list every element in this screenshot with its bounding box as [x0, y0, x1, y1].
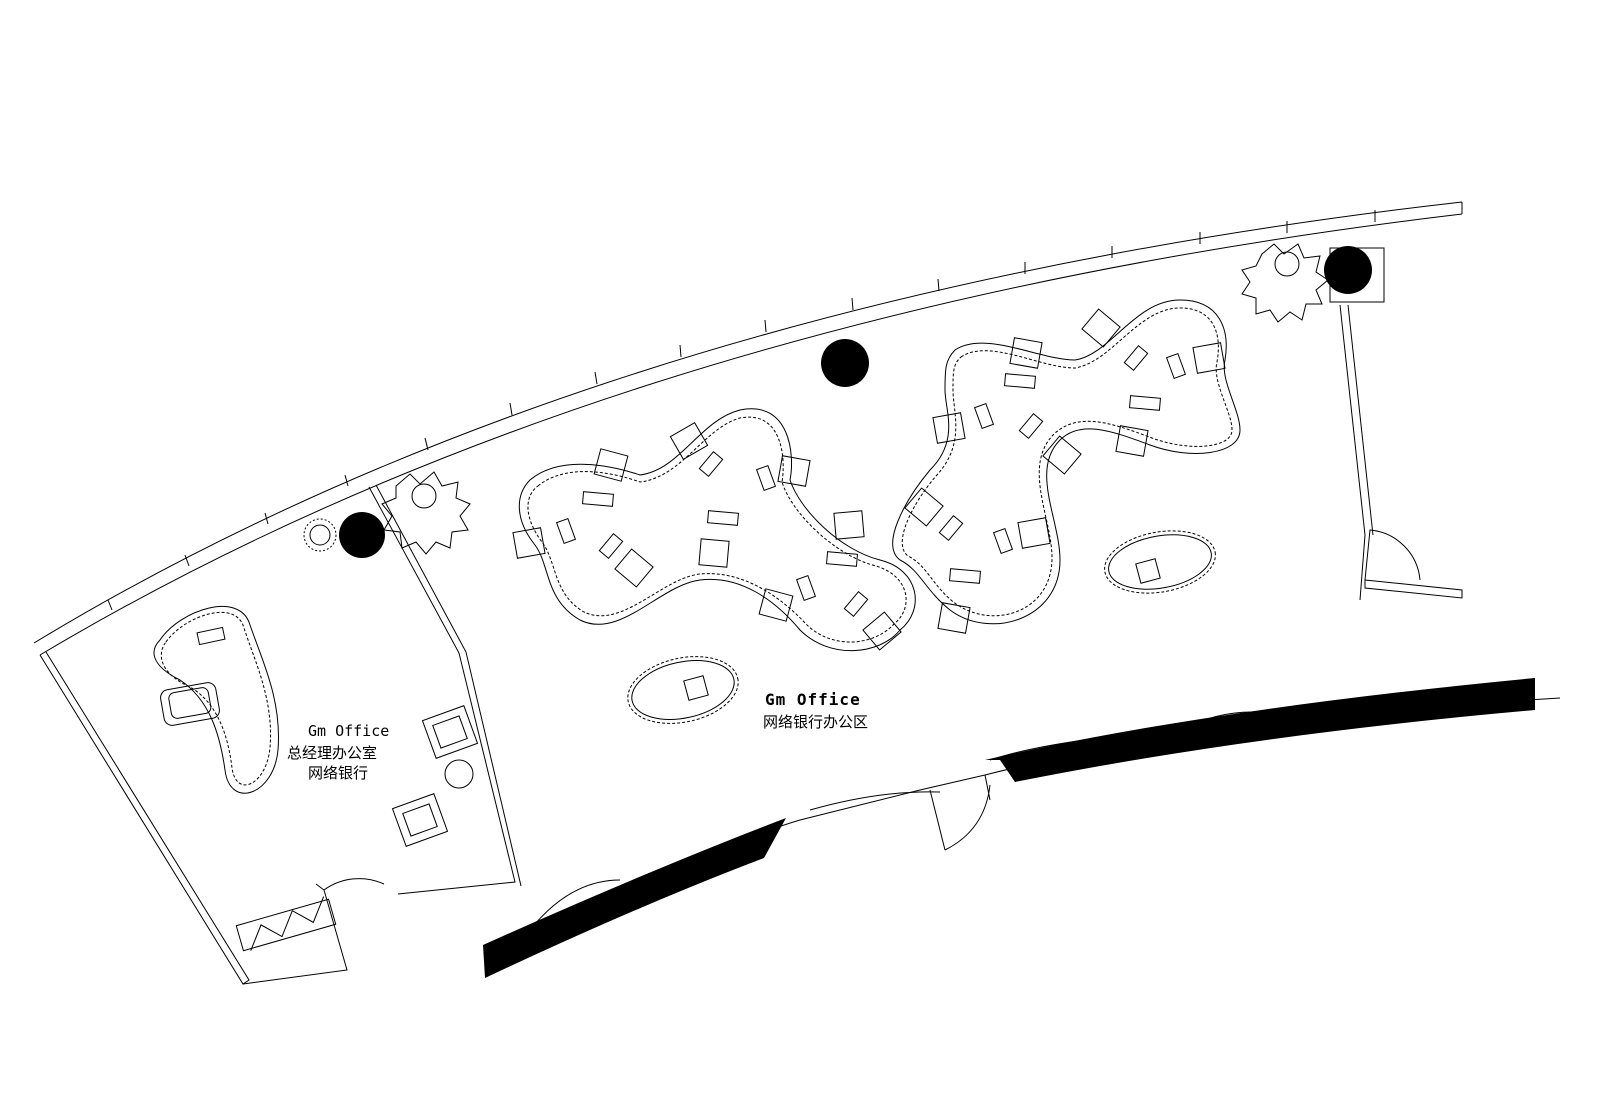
open-office-name-en: Gm Office — [765, 690, 861, 709]
south-curved-wall-outline — [494, 697, 1561, 951]
gm-chair-arm — [168, 687, 212, 719]
facade-mullions — [107, 202, 1463, 611]
column-gm-office — [339, 512, 385, 558]
gm-desk — [153, 606, 280, 794]
south-solid-wall-west — [483, 818, 786, 978]
gm-office-name-cn: 总经理办公室 — [287, 744, 378, 762]
workstation-desks — [555, 345, 1187, 617]
gm-side-table — [444, 759, 474, 789]
gm-armchair-2-seat — [402, 803, 438, 837]
plant-east — [1241, 243, 1329, 323]
facade-wall-inner — [39, 213, 1463, 656]
gm-desk-inner — [160, 611, 272, 786]
main-entrance-door — [929, 774, 991, 851]
plant-lobby — [381, 471, 471, 555]
column-center — [821, 339, 869, 387]
lounge-table-west — [631, 660, 735, 720]
cluster-a-outline — [518, 408, 916, 652]
gm-armchair-1-seat — [432, 715, 468, 749]
gm-armchair-2 — [391, 793, 449, 847]
gm-office-west-wall — [39, 651, 250, 985]
south-solid-wall-east — [985, 678, 1535, 782]
lounge-table-west-outer — [627, 656, 739, 724]
gm-armchair-1 — [421, 705, 479, 759]
plant-gm-office — [303, 518, 337, 552]
open-office-subtitle-cn: 网络银行办公区 — [763, 713, 869, 731]
cluster-b-outline-inner — [901, 307, 1233, 617]
lounge-chair-west — [683, 675, 709, 701]
facade-wall-outer — [33, 201, 1463, 644]
gm-office-partition — [368, 484, 522, 895]
east-wall-door — [1364, 529, 1463, 599]
lounge-table-east-outer — [1104, 530, 1216, 594]
lounge-chair-east — [1135, 558, 1161, 584]
gm-chair — [160, 682, 220, 726]
gm-office-cabinet-hatch — [250, 896, 325, 951]
east-wall — [1339, 304, 1374, 601]
gm-office-south-wall — [242, 883, 348, 985]
lounge-table-east — [1108, 534, 1212, 590]
gm-office-subtitle-cn: 网络银行 — [308, 764, 369, 782]
cluster-a-outline-inner — [527, 416, 907, 643]
column-east — [1324, 246, 1372, 294]
gm-office-cabinet — [235, 898, 337, 952]
gm-office-door-swing — [323, 878, 385, 891]
gm-office-name-en: Gm Office — [308, 722, 390, 740]
cluster-b-outline — [892, 299, 1241, 625]
workstation-chairs — [512, 308, 1226, 651]
gm-keyboard — [196, 626, 226, 646]
